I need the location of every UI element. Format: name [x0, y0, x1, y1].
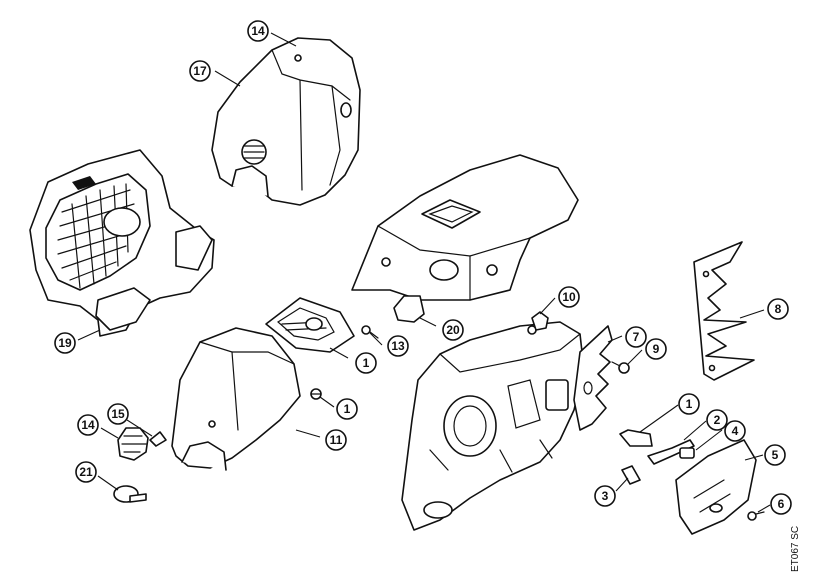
part-knob: [117, 427, 149, 461]
callout-8: 8: [767, 298, 789, 320]
callout-5: 5: [764, 444, 786, 466]
callout-21: 21: [75, 461, 97, 483]
part-screw-21: [113, 485, 147, 503]
callout-11: 11: [325, 429, 347, 451]
part-pin-2: [647, 439, 695, 465]
callout-1-washer: 1: [336, 398, 358, 420]
part-plate-5: [675, 439, 757, 535]
svg-text:1: 1: [344, 402, 351, 416]
svg-text:14: 14: [251, 24, 265, 38]
svg-text:9: 9: [653, 342, 660, 356]
callout-3: 3: [594, 485, 616, 507]
part-stud-1: [619, 429, 653, 447]
callout-9: 9: [645, 338, 667, 360]
svg-text:19: 19: [58, 336, 72, 350]
callout-17: 17: [189, 60, 211, 82]
part-fan-housing: [29, 149, 215, 337]
callout-15: 15: [107, 403, 129, 425]
part-top-cover: [351, 154, 579, 301]
svg-text:11: 11: [330, 433, 343, 447]
svg-text:21: 21: [79, 465, 93, 479]
callout-6: 6: [770, 493, 792, 515]
svg-text:10: 10: [562, 290, 576, 304]
callout-19: 19: [54, 332, 76, 354]
svg-text:7: 7: [633, 330, 640, 344]
svg-text:5: 5: [772, 448, 779, 462]
svg-text:3: 3: [602, 489, 609, 503]
svg-text:14: 14: [81, 418, 95, 432]
callout-13: 13: [387, 335, 409, 357]
callout-18: 14: [247, 20, 269, 42]
part-spring-screw: [149, 431, 167, 447]
leader-lines: [77, 32, 771, 513]
svg-text:20: 20: [446, 323, 460, 337]
callout-4: 4: [724, 420, 746, 442]
svg-text:1: 1: [686, 397, 693, 411]
callout-20: 20: [442, 319, 464, 341]
svg-text:15: 15: [111, 407, 125, 421]
svg-text:6: 6: [778, 497, 785, 511]
svg-text:1: 1: [363, 356, 370, 370]
part-filter-cover: [171, 327, 301, 471]
svg-text:13: 13: [391, 339, 405, 353]
diagram-code: ET067 SC: [790, 526, 801, 572]
part-screw-9: [611, 361, 630, 374]
svg-text:2: 2: [714, 413, 721, 427]
part-nut-10: [531, 311, 549, 331]
svg-text:17: 17: [193, 64, 207, 78]
svg-text:4: 4: [732, 424, 739, 438]
callout-10: 10: [558, 286, 580, 308]
callout-7: 7: [625, 326, 647, 348]
part-sleeve-4: [679, 447, 695, 459]
callout-1-filter: 1: [355, 352, 377, 374]
part-filter-plate: [265, 297, 355, 353]
part-screw-13: [361, 325, 379, 339]
part-spike-8: [693, 241, 755, 381]
part-screw-6: [747, 511, 765, 521]
part-washer: [310, 388, 322, 400]
part-crankcase: [401, 321, 585, 531]
svg-text:8: 8: [775, 302, 782, 316]
part-bushing: [393, 295, 425, 323]
callout-2: 2: [706, 409, 728, 431]
callout-14: 14: [77, 414, 99, 436]
callout-1-stud: 1: [678, 393, 700, 415]
part-shroud: [211, 37, 361, 206]
